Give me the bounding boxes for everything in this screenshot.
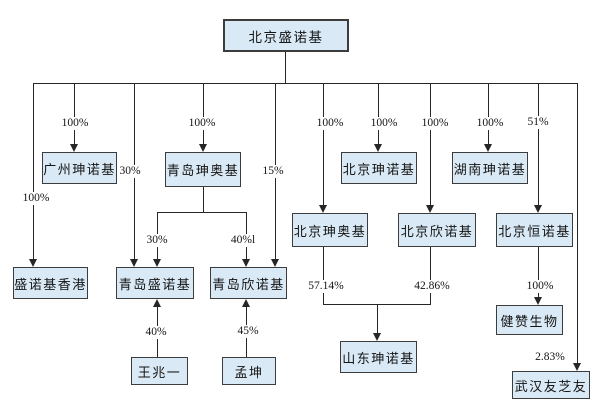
ownership-label-split-30: 30% <box>145 234 169 248</box>
arrowhead-down-jianzan-icon <box>534 297 542 305</box>
ownership-label-qingdao-shengnuoji-30: 30% <box>118 165 142 179</box>
arrowhead-up-meng-icon <box>242 299 250 307</box>
arrowhead-down-qingdao-xinnuoji-icon <box>271 259 279 267</box>
ownership-label-shandong-5714: 57.14% <box>307 280 345 294</box>
node-wang-zhaoyi: 王兆一 <box>131 357 188 385</box>
connector-root-to-beijing-shenaoji <box>323 83 324 205</box>
ownership-label-meng-45: 45% <box>236 325 260 339</box>
ownership-label-split-40: 40%l <box>229 234 257 248</box>
connector-root-to-hongkong <box>33 83 34 259</box>
node-shengnuoji-hongkong: 盛诺基香港 <box>13 267 88 299</box>
node-beijing-shenaoji: 北京珅奥基 <box>292 213 368 247</box>
node-jianzan-shengwu: 健赞生物 <box>496 305 563 335</box>
arrowhead-down-split-right-icon <box>242 259 250 267</box>
connector-beijing-shenaoji-down <box>323 247 324 304</box>
connector-root-stem <box>285 52 286 83</box>
arrowhead-down-beijing-xinnuoji-icon <box>426 205 434 213</box>
ownership-label-hongkong: 100% <box>21 192 51 206</box>
node-shandong-shennuoji: 山东珅诺基 <box>340 341 417 373</box>
node-beijing-xinnuoji: 北京欣诺基 <box>398 213 476 247</box>
node-guangzhou-shennuoji: 广州珅诺基 <box>42 152 117 184</box>
arrowhead-down-beijing-shenaoji-icon <box>319 205 327 213</box>
ownership-label-beijing-xinnuoji: 100% <box>420 117 450 131</box>
arrowhead-down-shandong-icon <box>373 333 381 341</box>
connector-root-to-hengnuoji <box>538 83 539 205</box>
ownership-label-hengnuoji: 51% <box>526 116 550 130</box>
node-qingdao-xinnuoji: 青岛欣诺基 <box>210 267 287 299</box>
node-beijing-shengnuoji: 北京盛诺基 <box>223 19 349 52</box>
ownership-label-hunan: 100% <box>475 117 505 131</box>
node-beijing-hengnuoji: 北京恒诺基 <box>496 213 573 247</box>
ownership-label-wuhan-283: 2.83% <box>534 351 566 365</box>
connector-root-to-beijing-shennuoji <box>378 83 379 144</box>
arrowhead-down-guangzhou-icon <box>70 144 78 152</box>
connector-beijing-xinnuoji-down <box>430 247 431 304</box>
arrowhead-down-hunan-icon <box>484 144 492 152</box>
node-wuhan-youzhiyou: 武汉友芝友 <box>512 371 590 399</box>
ownership-label-qingdao-shenaoji: 100% <box>187 117 217 131</box>
connector-root-to-qingdao-shenaoji <box>203 83 204 144</box>
ownership-label-qingdao-xinnuoji-15: 15% <box>261 165 285 179</box>
arrowhead-down-split-left-icon <box>153 259 161 267</box>
connector-shenaoji-stem <box>203 187 204 212</box>
connector-hengnuoji-to-jianzan <box>538 247 539 297</box>
connector-root-to-wuhan <box>577 83 578 363</box>
ownership-label-guangzhou: 100% <box>60 117 90 131</box>
arrowhead-down-qingdao-shengnuoji-icon <box>130 259 138 267</box>
ownership-label-beijing-shennuoji: 100% <box>369 117 399 131</box>
connector-shenaoji-split-bar <box>157 212 247 213</box>
arrowhead-up-wang-icon <box>153 299 161 307</box>
node-hunan-shennuoji: 湖南珅诺基 <box>452 152 528 184</box>
node-beijing-shennuoji: 北京珅诺基 <box>341 152 417 184</box>
ownership-label-shandong-4286: 42.86% <box>413 280 451 294</box>
connector-root-to-hunan <box>488 83 489 144</box>
connector-root-to-guangzhou <box>74 83 75 144</box>
arrowhead-down-wuhan-icon <box>573 363 581 371</box>
arrowhead-down-hengnuoji-icon <box>534 205 542 213</box>
node-qingdao-shengnuoji: 青岛盛诺基 <box>116 267 194 299</box>
node-qingdao-shenaoji: 青岛珅奥基 <box>165 152 241 187</box>
arrowhead-down-qingdao-shenaoji-icon <box>199 144 207 152</box>
connector-to-shandong <box>377 304 378 333</box>
arrowhead-down-hongkong-icon <box>29 259 37 267</box>
ownership-label-wang-40: 40% <box>144 326 168 340</box>
connector-top-bus <box>33 83 578 84</box>
ownership-label-jianzan: 100% <box>525 280 555 294</box>
node-meng-kun: 孟坤 <box>222 357 276 385</box>
connector-root-to-beijing-xinnuoji <box>430 83 431 205</box>
arrowhead-down-beijing-shennuoji-icon <box>374 144 382 152</box>
ownership-label-beijing-shenaoji: 100% <box>315 117 345 131</box>
